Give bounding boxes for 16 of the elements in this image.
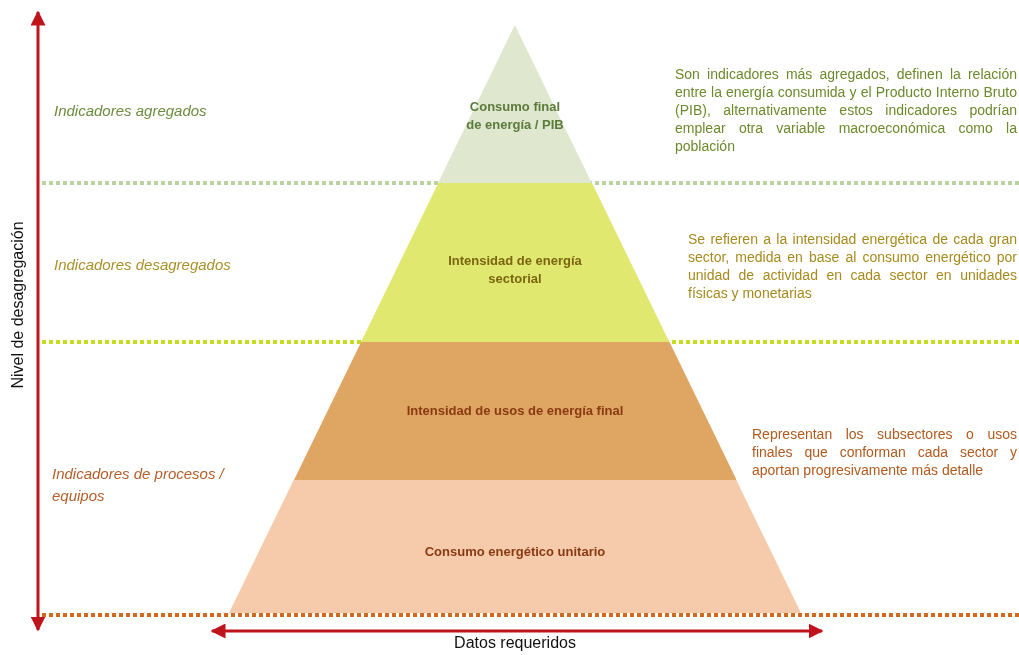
- pyramid-tier: [229, 480, 801, 613]
- tier-label: Intensidad de usos de energía final: [405, 402, 625, 420]
- description-text: Se refieren a la intensidad energética de cada gran sector, medida en base al consumo energético por unidad de actividad en cada sector en unidades físicas y monetarias: [688, 230, 1017, 302]
- tier-label: Consumo final de energía / PIB: [465, 98, 565, 134]
- pyramid-tier: [293, 342, 737, 480]
- pyramid-tier: [360, 183, 670, 342]
- axis-title: Datos requeridos: [454, 634, 576, 652]
- tier-label: Consumo energético unitario: [423, 543, 607, 561]
- pyramid-tier: [438, 25, 592, 183]
- category-label: Indicadores agregados: [54, 101, 208, 121]
- tier-label: Intensidad de energía sectorial: [447, 252, 583, 288]
- axis-title: Nivel de desagregación: [9, 221, 27, 389]
- category-label: Indicadores de procesos / equipos: [52, 464, 226, 506]
- description-text: Son indicadores más agregados, definen la relación entre la energía consumida y el Producto Interno Bruto (PIB), alternativamente estos indicadores podrían emplear otra variable macroeconómica como la población: [675, 65, 1017, 155]
- description-text: Representan los subsectores o usos finales que conforman cada sector y aportan progresivamente más detalle: [752, 425, 1017, 479]
- category-label: Indicadores desagregados: [54, 255, 232, 275]
